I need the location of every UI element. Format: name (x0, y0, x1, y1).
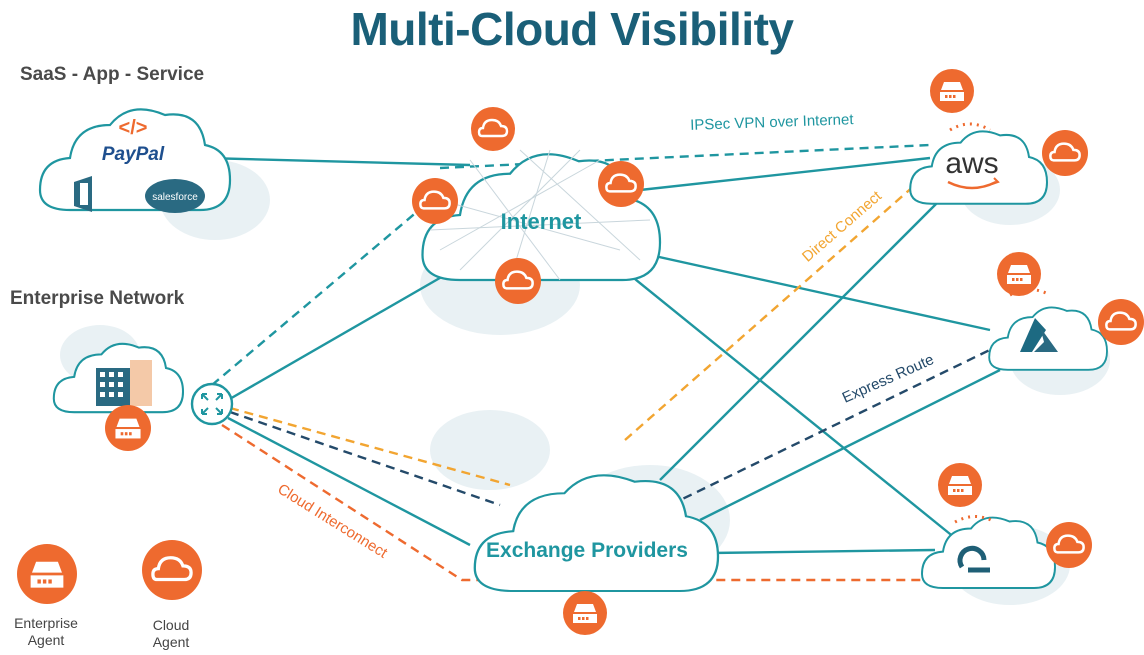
cloud-agent-icon (495, 258, 541, 304)
cloud-agent-icon (412, 178, 458, 224)
link-ipsec-vpn (439, 143, 931, 170)
link-internet-azure (649, 253, 991, 332)
cloud-interconnect-label: Cloud Interconnect (274, 481, 390, 563)
enterprise-agent-icon (997, 252, 1041, 296)
enterprise-agent-icon (938, 463, 982, 507)
link-exchange-azure (699, 368, 1001, 522)
link-saas-internet (204, 156, 471, 167)
link-exchange-aws (659, 189, 951, 481)
ipsec-label: IPSec VPN over Internet (690, 111, 855, 134)
agent-icons (17, 69, 1144, 635)
link-internet-aws (639, 156, 931, 192)
enterprise-agent-icon (563, 591, 607, 635)
link-internet-gcp (629, 274, 956, 539)
saas-section-label: SaaS - App - Service (20, 64, 205, 85)
cloud-agent-icon (1042, 130, 1088, 176)
link-direct-connect (624, 184, 916, 441)
link-router-exchange (227, 416, 471, 547)
legend-cloud-agent-icon (142, 540, 202, 600)
exchange-label: Exchange Providers (486, 539, 688, 562)
agent-signal-arcs (949, 122, 1051, 524)
link-express-route (669, 343, 1001, 507)
cloud-agent-icon (1098, 299, 1144, 345)
paypal-logo: PayPal (102, 144, 165, 165)
svg-text:salesforce: salesforce (152, 192, 198, 203)
office-logo (74, 176, 92, 212)
salesforce-logo: salesforce (145, 179, 205, 213)
link-router-exchange-navy (229, 410, 501, 507)
cloud-agent-icon (598, 161, 644, 207)
google-cloud-logo (957, 545, 990, 573)
link-router-internet-dashed (211, 204, 426, 386)
internet-label: Internet (501, 209, 582, 234)
azure-logo (1020, 318, 1058, 352)
enterprise-agent-icon (930, 69, 974, 113)
direct-connect-label: Direct Connect (799, 187, 886, 265)
cloud-agent-icon (1046, 522, 1092, 568)
code-icon: </> (119, 117, 148, 139)
router-icon (190, 382, 234, 426)
legend-enterprise-agent-icon (17, 544, 77, 604)
aws-logo: aws (945, 147, 998, 180)
link-router-exchange-amber (229, 406, 511, 487)
enterprise-agent-icon (105, 405, 151, 451)
link-cloud-interconnect (221, 423, 935, 582)
page-title: Multi-Cloud Visibility (350, 3, 794, 55)
link-router-internet (227, 273, 446, 402)
building-icon (96, 360, 152, 406)
cloud-agent-icon (471, 107, 515, 151)
link-exchange-gcp (709, 548, 936, 555)
enterprise-section-label: Enterprise Network (10, 288, 185, 309)
internet-mesh (429, 149, 651, 281)
